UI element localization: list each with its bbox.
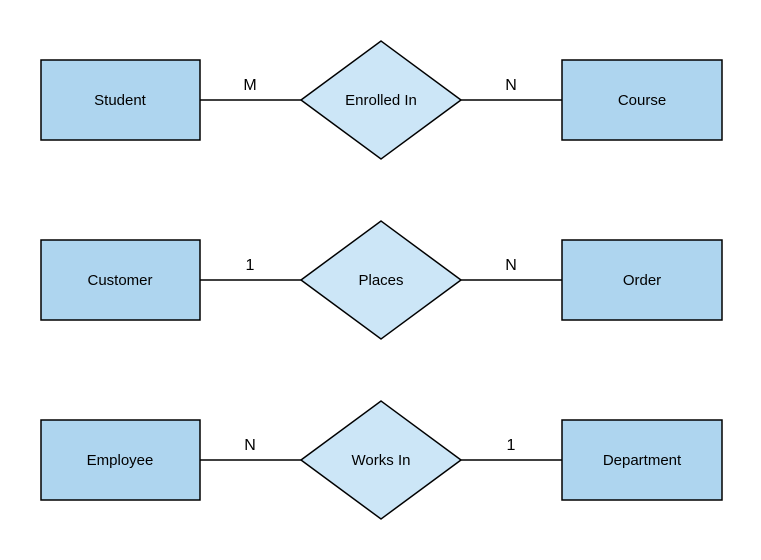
entity-label-course: Course [618, 92, 666, 109]
relationship-label-enrolledin: Enrolled In [345, 92, 417, 109]
entity-label-department: Department [603, 452, 682, 469]
entity-box-department [561, 419, 723, 501]
relationship-label-places: Places [358, 272, 403, 289]
entity-box-student [40, 59, 201, 141]
entity-box-customer [40, 239, 201, 321]
entity-label-order: Order [623, 272, 661, 289]
entity-label-employee: Employee [87, 452, 154, 469]
entity-box-employee [40, 419, 201, 501]
relationship-row-customer-order: Customer 1 Places N Order [40, 220, 723, 340]
entity-label-student: Student [94, 92, 147, 109]
relationship-row-employee-department: Employee N Works In 1 Department [40, 400, 723, 520]
entity-label-customer: Customer [87, 272, 152, 289]
cardinality-label-left: 1 [246, 257, 255, 274]
cardinality-label-right: N [505, 77, 517, 94]
entity-box-course [561, 59, 723, 141]
entity-box-order [561, 239, 723, 321]
cardinality-label-right: 1 [507, 437, 516, 454]
relationship-row-student-course: Student M Enrolled In N Course [40, 40, 723, 160]
cardinality-label-left: M [243, 77, 256, 94]
cardinality-label-right: N [505, 257, 517, 274]
cardinality-label-left: N [244, 437, 256, 454]
relationship-label-worksin: Works In [352, 452, 411, 469]
